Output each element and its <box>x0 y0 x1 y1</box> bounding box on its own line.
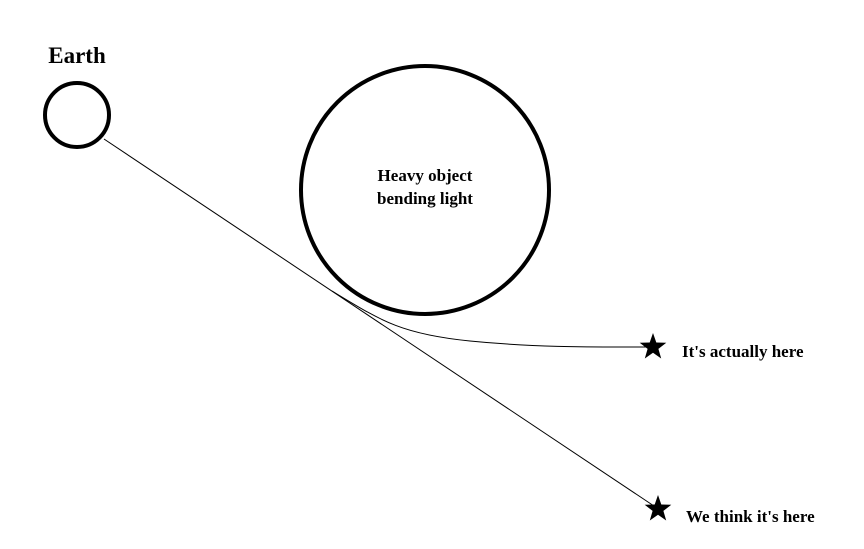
actual-star-icon <box>639 333 667 359</box>
heavy-object-label-line1: Heavy object <box>378 166 473 185</box>
heavy-object-label-line2: bending light <box>377 189 473 208</box>
apparent-star-label: We think it's here <box>686 507 815 526</box>
heavy-object-circle <box>299 64 551 316</box>
apparent-light-path <box>103 138 658 509</box>
earth-label: Earth <box>48 43 106 68</box>
actual-light-path <box>331 290 654 348</box>
apparent-star-icon <box>644 495 672 521</box>
actual-star-label: It's actually here <box>682 342 804 361</box>
earth-circle <box>43 81 111 149</box>
